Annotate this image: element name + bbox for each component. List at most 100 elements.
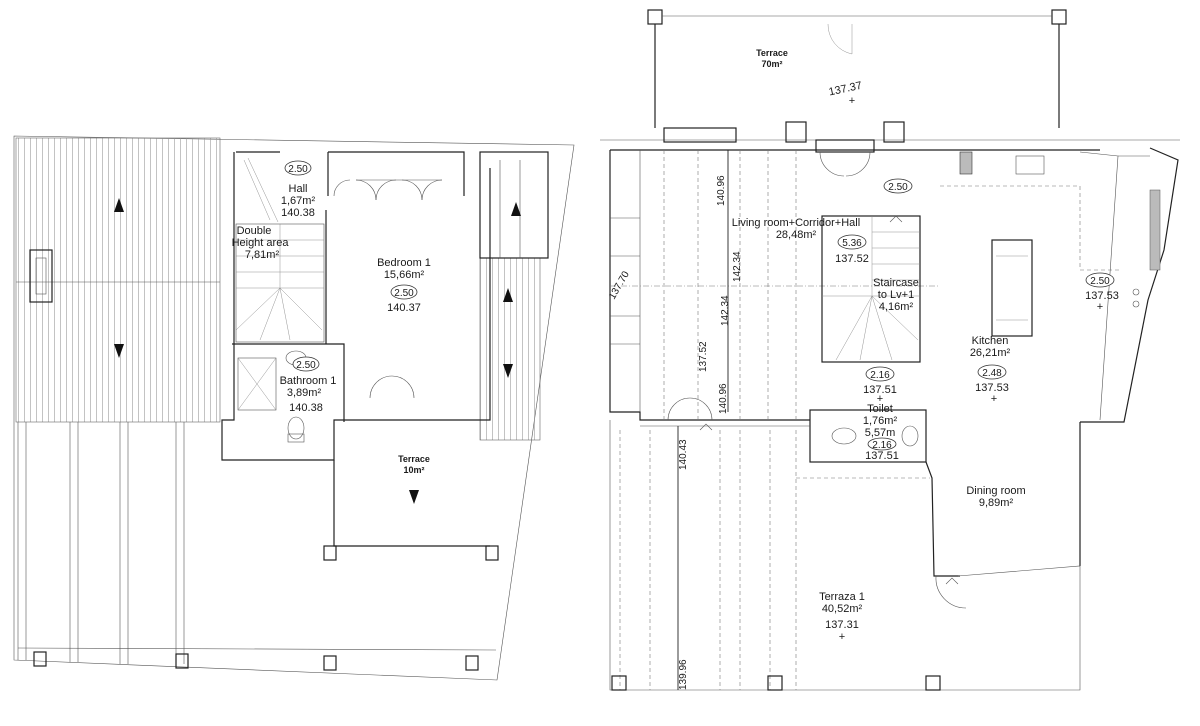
dining-room-area: 9,89m² [979,497,1014,509]
hall-elevation: 140.38 [281,207,315,219]
kitchen-area: 26,21m² [970,347,1011,359]
toilet-room [809,409,927,463]
dining-left-wall [925,461,960,577]
arrow-down-icon [114,344,124,358]
hall-height: 2.50 [288,164,308,175]
living-room-area: 28,48m² [776,229,817,241]
arrow-up-icon [114,198,124,212]
bathroom-height: 2.50 [296,360,316,371]
bedroom-label: Bedroom 1 [377,257,431,269]
toilet-elevation: 137.51 [865,450,899,462]
terrace-post [647,9,663,25]
elevation-point-icon: + [849,95,855,107]
upper-main-walls [221,152,491,461]
terraza-label: Terraza 1 [819,591,865,603]
terraza-area: 40,52m² [822,603,863,615]
top-terrace-elevation: 137.37 [828,80,863,99]
dimension-140-96-bottom: 140.96 [718,383,729,414]
arrow-down-icon [503,364,513,378]
elevation-point-icon: + [991,393,997,405]
upper-terrace-label: Terrace [398,454,430,464]
kitchen-side-elevation: 137.53 [1085,290,1119,302]
dimension-140-96-top: 140.96 [716,175,727,206]
dimension-140-43: 140.43 [678,439,689,470]
bathroom-height-marker [292,356,320,372]
upper-staircase [235,223,325,343]
arrow-up-icon [503,288,513,302]
bedroom-height: 2.50 [394,288,414,299]
staircase-elevation: 137.52 [835,253,869,265]
toilet-top-height: 2.16 [870,370,890,381]
kitchen-side-height-marker [1085,272,1115,288]
hall-area: 1,67m² [281,195,316,207]
bedroom-door-swing [369,375,393,399]
dimension-137-52: 137.52 [698,341,709,372]
toilet-height: 2.16 [872,440,892,451]
terraza-elevation: 137.31 [825,619,859,631]
double-height-label-1: Double [237,225,272,237]
upper-terrace-area: 10m² [403,465,424,475]
terraza-outline [609,420,1081,691]
skylight-inner [35,257,47,295]
skylight [29,249,53,303]
toilet-label: Toilet [867,403,893,415]
lower-building-right-wall [1080,147,1179,423]
living-room-grid [610,150,940,420]
kitchen-island [991,239,1033,337]
right-glazing-frame [479,151,549,259]
top-terrace-label: Terrace [756,48,788,58]
living-room-label: Living room+Corridor+Hall [732,217,860,229]
living-height-marker [883,178,913,194]
left-deck-area [15,137,221,423]
arrow-down-icon [409,490,419,504]
kitchen-column [959,151,973,175]
dimension-139-96: 139.96 [678,659,689,690]
bedroom-height-marker [390,284,418,300]
staircase-label-1: Staircase [873,277,919,289]
elevation-point-icon: + [1097,301,1103,313]
staircase-height: 5.36 [842,238,862,249]
toilet-top-height-marker [865,366,895,382]
bathroom-area: 3,89m² [287,387,322,399]
toilet-area: 1,76m² [863,415,898,427]
dimension-142-34-a: 142.34 [732,251,743,282]
top-terrace-area: 70m² [761,59,782,69]
staircase-area: 4,16m² [879,301,914,313]
dimension-137-70: 137.70 [607,269,632,301]
bedroom-top-wall [328,151,465,196]
terrace-gate-swing [827,23,853,55]
kitchen-side-height: 2.50 [1090,276,1110,287]
kitchen-sink [1015,155,1045,175]
right-deck-area [479,257,541,441]
double-height-label-2: Height area [232,237,290,249]
living-height: 2.50 [888,182,908,193]
double-height-area: 7,81m² [245,249,280,261]
elevation-point-icon: + [877,393,883,405]
toilet-perimeter: 5,57m [865,427,896,439]
wardrobe-doors [355,179,443,201]
toilet-height-marker [867,437,897,451]
kitchen-appliance [1149,189,1161,271]
dining-room-label: Dining room [966,485,1025,497]
hall-door-swing [333,179,351,197]
upper-floor-plan: 2.50 Hall 1,67m² 140.38 Double Height ar… [13,135,575,681]
hall-height-marker [284,160,312,176]
pergola-frame [17,422,497,671]
bathroom-elevation: 140.38 [289,402,323,414]
bedroom-area: 15,66m² [384,269,425,281]
hall-label: Hall [289,183,308,195]
kitchen-label: Kitchen [972,335,1009,347]
staircase-height-marker [837,234,867,250]
staircase-label-2: to Lv+1 [878,289,914,301]
toilet-top-elevation: 137.51 [863,384,897,396]
lower-floor-plan: Terrace 70m² 137.37 + 140.96 142.34 142.… [600,9,1180,691]
lower-staircase [821,215,921,363]
bathroom-label: Bathroom 1 [280,375,337,387]
kitchen-height-marker [977,364,1007,380]
kitchen-height: 2.48 [982,368,1002,379]
kitchen-elevation: 137.53 [975,382,1009,394]
upper-slab-outline [13,135,575,681]
elevation-point-icon: + [839,631,845,643]
terraza-grid [619,425,930,690]
